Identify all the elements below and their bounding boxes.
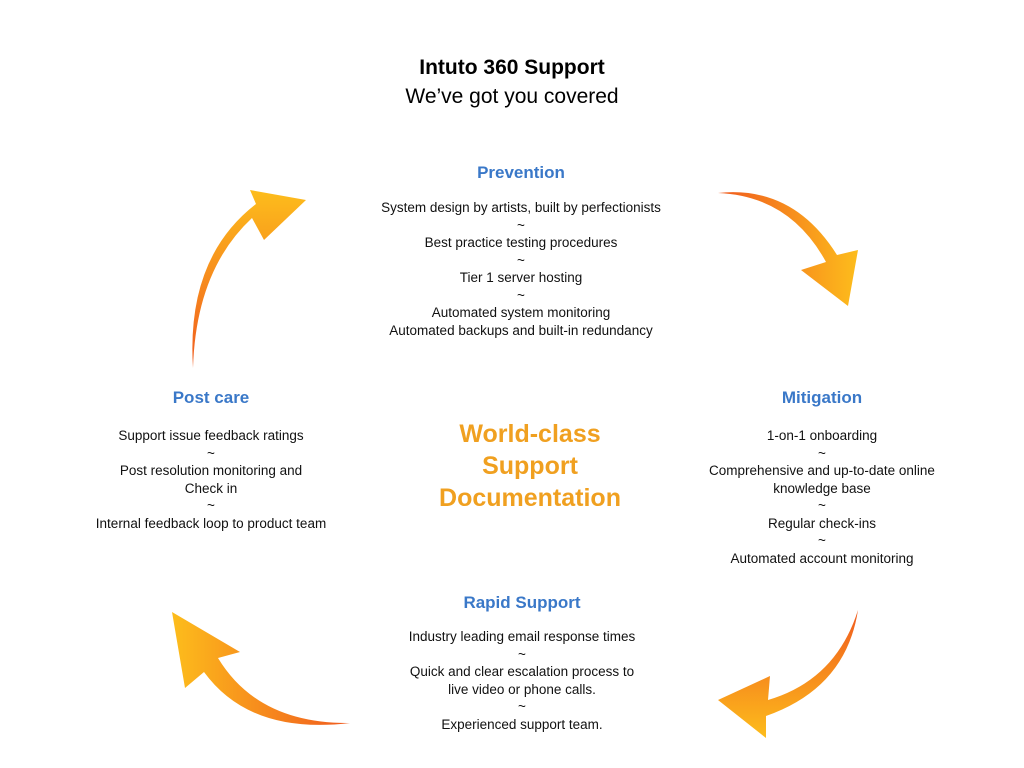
- section-items: System design by artists, built by perfe…: [340, 199, 702, 339]
- center-label: World-class Support Documentation: [410, 418, 650, 514]
- list-separator: ~: [518, 646, 526, 662]
- list-item: Best practice testing procedures: [424, 235, 618, 250]
- list-item: knowledge base: [773, 480, 871, 496]
- section-prevention: Prevention System design by artists, bui…: [340, 162, 702, 339]
- list-item: Automated account monitoring: [730, 550, 914, 566]
- section-rapid-support: Rapid Support Industry leading email res…: [380, 592, 664, 733]
- list-item: Comprehensive and up-to-date online: [709, 463, 935, 478]
- section-mitigation: Mitigation 1-on-1 onboarding ~ Comprehen…: [690, 387, 954, 567]
- list-item: Post resolution monitoring and: [119, 463, 303, 478]
- list-item: Automated backups and built-in redundanc…: [389, 322, 653, 338]
- list-item: Check in: [184, 480, 238, 496]
- section-heading: Rapid Support: [463, 593, 581, 612]
- list-item: System design by artists, built by perfe…: [381, 200, 661, 215]
- section-heading: Mitigation: [781, 388, 863, 407]
- page-subtitle: We’ve got you covered: [405, 85, 619, 108]
- curved-arrow-icon: [718, 192, 858, 306]
- list-separator: ~: [818, 533, 826, 548]
- list-separator: ~: [818, 445, 826, 461]
- curved-arrow-icon: [172, 612, 350, 725]
- center-label-line: Documentation: [439, 484, 621, 512]
- section-heading: Post care: [172, 388, 250, 407]
- curved-arrow-icon: [192, 190, 306, 368]
- list-item: Industry leading email response times: [408, 629, 636, 644]
- list-item: live video or phone calls.: [448, 681, 596, 697]
- list-separator: ~: [517, 287, 525, 303]
- diagram-header: Intuto 360 Support We’ve got you covered: [0, 54, 1024, 112]
- list-separator: ~: [517, 252, 525, 268]
- list-item: Tier 1 server hosting: [459, 270, 583, 285]
- list-item: 1-on-1 onboarding: [766, 428, 878, 443]
- section-items: Industry leading email response times ~ …: [380, 628, 664, 733]
- curved-arrow-icon: [718, 610, 858, 738]
- list-item: Internal feedback loop to product team: [95, 515, 327, 531]
- list-item: Regular check-ins: [767, 515, 877, 531]
- center-label-line: Support: [482, 452, 578, 480]
- list-separator: ~: [518, 699, 526, 714]
- section-items: Support issue feedback ratings ~ Post re…: [78, 427, 344, 532]
- list-item: Automated system monitoring: [431, 305, 611, 320]
- list-separator: ~: [207, 498, 215, 513]
- section-items: 1-on-1 onboarding ~ Comprehensive and up…: [690, 427, 954, 567]
- center-label-line: World-class: [459, 420, 601, 448]
- list-separator: ~: [818, 498, 826, 513]
- list-item: Experienced support team.: [441, 716, 603, 732]
- list-separator: ~: [207, 445, 215, 461]
- list-item: Quick and clear escalation process to: [409, 664, 635, 679]
- page-title: Intuto 360 Support: [419, 56, 605, 79]
- section-post-care: Post care Support issue feedback ratings…: [78, 387, 344, 532]
- list-item: Support issue feedback ratings: [118, 428, 304, 443]
- section-heading: Prevention: [477, 163, 565, 182]
- list-separator: ~: [517, 217, 525, 233]
